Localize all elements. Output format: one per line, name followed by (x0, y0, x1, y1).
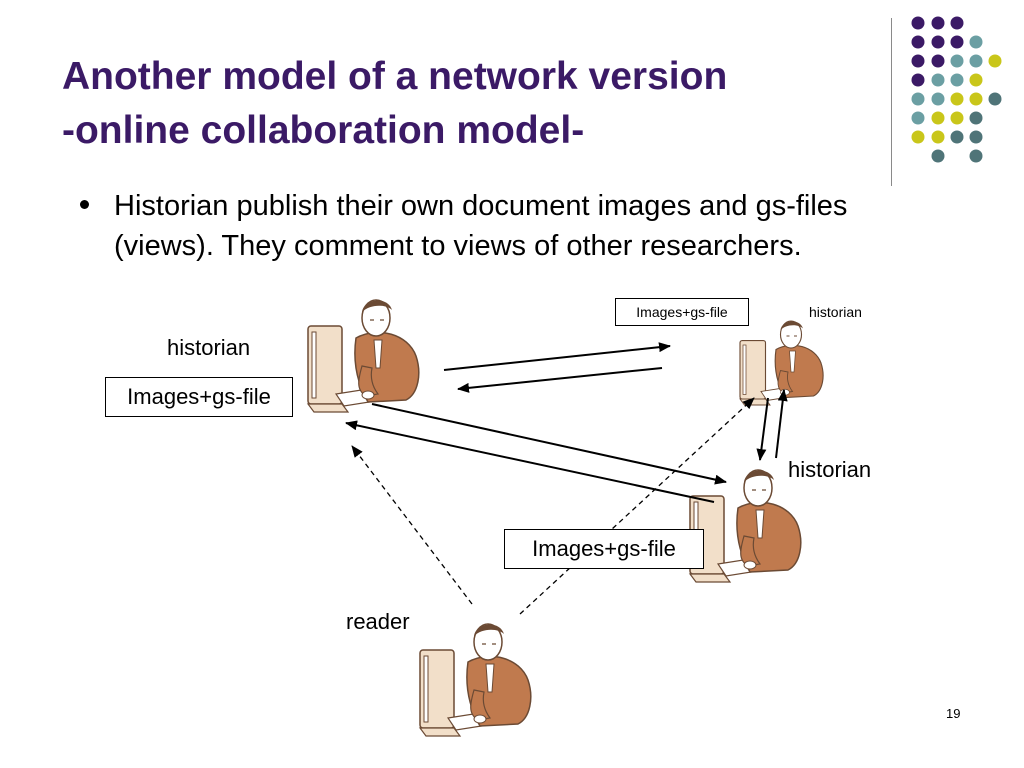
arrow-left-to-topright (443, 342, 671, 371)
arrow-topright-to-left (457, 367, 663, 393)
reader-figure (419, 623, 532, 737)
arrow-left-to-right (371, 403, 727, 485)
label-historian-left: historian (167, 335, 251, 360)
box-images-gs-file-left: Images+gs-file (105, 377, 293, 417)
title-line-1: Another model of a network version (62, 55, 728, 98)
label-reader: reader (346, 609, 410, 634)
box-images-gs-file-top-right: Images+gs-file (615, 298, 749, 326)
bullet-dot-icon (80, 200, 89, 209)
historian-left-figure (307, 299, 420, 413)
label-historian-top-right: historian (809, 304, 862, 320)
arrow-topright-down (756, 397, 769, 461)
historian-top-right-figure (739, 320, 824, 406)
label-historian-right: historian (788, 457, 872, 482)
page-number: 19 (946, 706, 961, 721)
decorative-dot-grid (911, 16, 1002, 163)
title-line-2: -online collaboration model- (62, 109, 585, 152)
dashed-arrow-reader-to-left (351, 445, 473, 605)
decorative-divider (891, 18, 892, 186)
historian-right-figure (689, 469, 802, 583)
arrow-right-to-left (345, 420, 715, 503)
arrow-right-up (775, 389, 788, 459)
box-images-gs-file-right: Images+gs-file (504, 529, 704, 569)
slide-title: Another model of a network version -onli… (62, 50, 727, 158)
dashed-arrow-reader-to-topright (519, 397, 755, 615)
bullet-text: Historian publish their own document ima… (114, 190, 848, 262)
